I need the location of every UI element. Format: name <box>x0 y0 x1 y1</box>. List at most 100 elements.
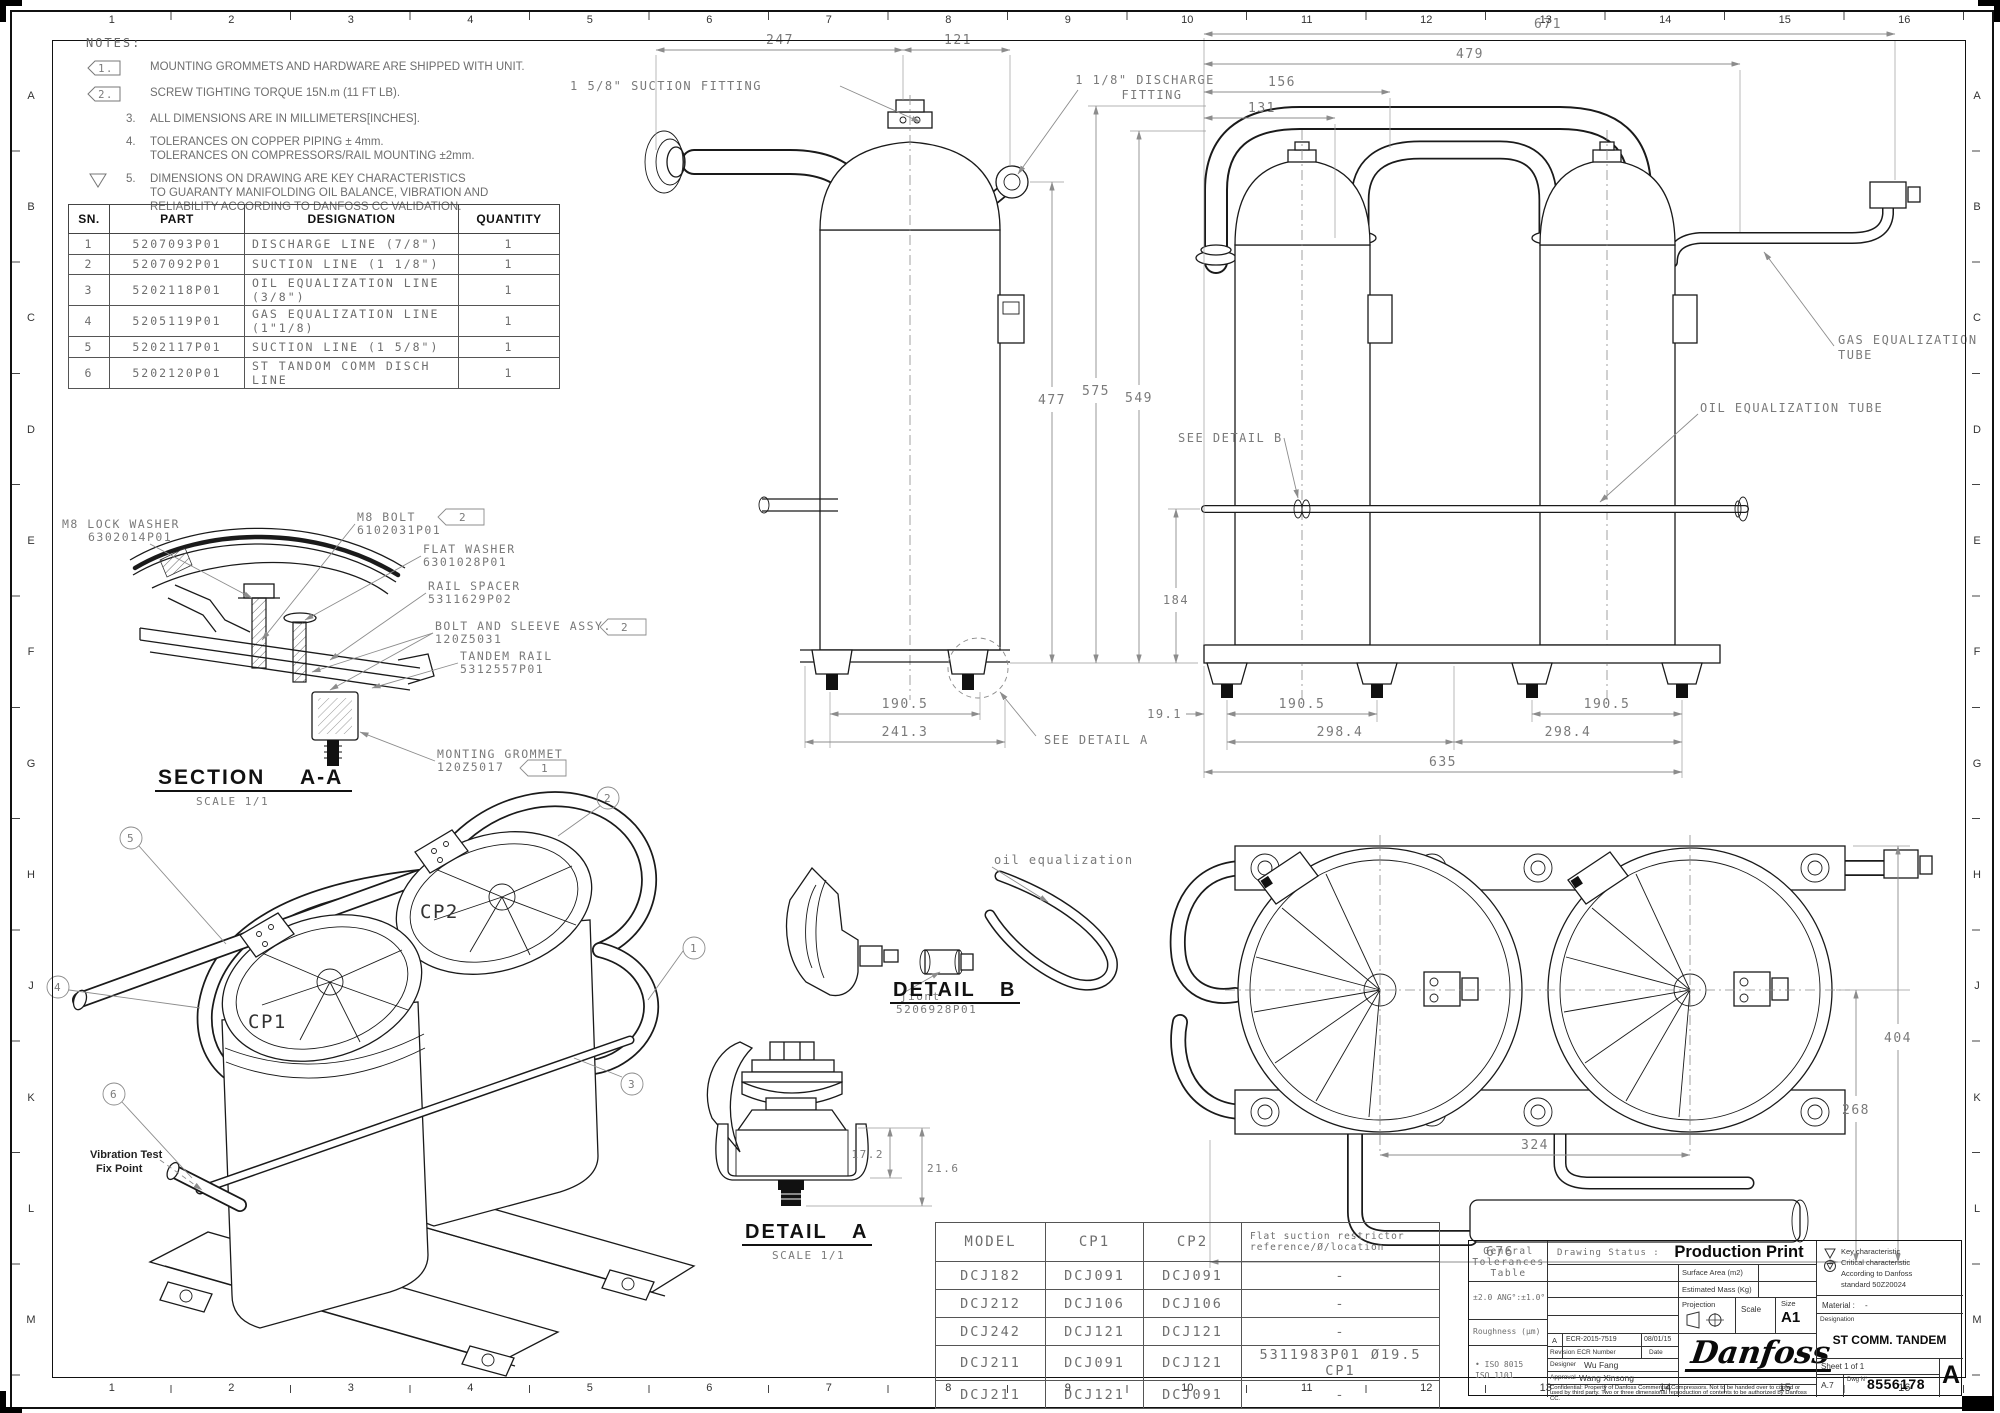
grid-label: 4 <box>467 14 474 26</box>
material-label: Material : <box>1822 1301 1855 1310</box>
see-detail-b-label: SEE DETAIL B <box>1178 431 1283 445</box>
tandem-rail-pn: 5312557P01 <box>460 662 544 676</box>
flat-washer-pn: 6301028P01 <box>423 555 507 569</box>
gas-eq-label-2: TUBE <box>1838 348 1873 362</box>
table-cell: SUCTION LINE (1 1/8") <box>244 253 459 275</box>
grid-label: K <box>27 1091 35 1104</box>
dim-184: 184 <box>1163 593 1189 607</box>
rail-spacer-label: RAIL SPACER <box>428 579 521 593</box>
grid-label: 11 <box>1301 14 1313 26</box>
lock-washer-pn: 6302014P01 <box>88 530 172 544</box>
grid-label: 15 <box>1778 14 1791 26</box>
discharge-fitting-label-2: FITTING <box>1121 88 1182 102</box>
drawing-status-label: Drawing Status : <box>1557 1248 1660 1258</box>
table-cell: 1 <box>458 233 560 255</box>
bolt-sleeve-pn: 120Z5031 <box>435 632 502 646</box>
general-tolerances: General Tolerances Table <box>1472 1246 1545 1279</box>
table-cell: 5207093P01 <box>109 233 245 255</box>
dim-17-2: 17.2 <box>852 1148 885 1161</box>
m8-bolt-label: M8 BOLT <box>357 510 416 524</box>
qty-flag-icon: 1. <box>86 60 126 77</box>
crop-mark <box>0 1391 6 1413</box>
table-cell: SUCTION LINE (1 5/8") <box>244 336 459 358</box>
discharge-fitting-label-1: 1 1/8" DISCHARGE <box>1075 73 1215 87</box>
dim-635: 635 <box>1429 755 1457 770</box>
suction-fitting-label: 1 5/8" SUCTION FITTING <box>570 79 762 93</box>
detail-b-view <box>785 866 1113 997</box>
svg-text:1.: 1. <box>98 63 114 75</box>
grid-label: 16 <box>1898 14 1911 26</box>
table-cell: 1 <box>458 356 560 389</box>
grid-label: G <box>1972 757 1982 770</box>
title-block: General Tolerances Table ±2.0 ANG°:±1.0°… <box>1468 1240 1963 1402</box>
table-cell: DCJ121 <box>1045 1380 1144 1409</box>
detail-a-title-ref: A <box>852 1221 868 1243</box>
grid-label: 5 <box>586 1382 593 1394</box>
iso-standards: • ISO 8015 ISO 1101 <box>1475 1360 1524 1380</box>
key-characteristic-icon <box>86 172 126 189</box>
grid-label: 12 <box>1420 14 1433 26</box>
crop-mark <box>0 1407 22 1413</box>
grid-ticks-left <box>12 40 20 1376</box>
material-value: - <box>1865 1301 1868 1310</box>
detail-a-scale: SCALE 1/1 <box>772 1249 845 1262</box>
dim-241-3: 241.3 <box>882 725 929 740</box>
ecr-label: ECR Number <box>1577 1349 1616 1356</box>
col-part: PART <box>109 204 245 234</box>
scale-label: Scale <box>1741 1305 1762 1314</box>
grid-label: 13 <box>1539 1382 1552 1394</box>
table-cell: DCJ091 <box>1045 1261 1144 1290</box>
section-title-ref: A-A <box>300 766 343 789</box>
table-cell: 5202118P01 <box>109 274 245 306</box>
table-cell: 5207092P01 <box>109 253 245 275</box>
table-cell: DISCHARGE LINE (7/8") <box>244 233 459 255</box>
grid-label: A <box>1973 89 1981 102</box>
rev-date: 08/01/15 <box>1644 1336 1672 1343</box>
table-cell: DCJ211 <box>935 1345 1046 1381</box>
qty-flag-icon: 1 <box>519 759 567 777</box>
grid-label: F <box>1973 646 1981 659</box>
joint-pn: 5206928P01 <box>896 1003 977 1016</box>
table-cell: DCJ091 <box>1045 1345 1144 1381</box>
date-label: Date <box>1649 1349 1663 1356</box>
grid-label: 14 <box>1659 1382 1672 1394</box>
dim-268: 268 <box>1842 1103 1870 1118</box>
gas-eq-label-1: GAS EQUALIZATION <box>1838 333 1978 347</box>
dim-298-4-b: 298.4 <box>1545 725 1592 740</box>
grid-label: E <box>27 534 35 547</box>
dim-549: 549 <box>1125 391 1153 406</box>
table-cell: ST TANDOM COMM DISCH LINE <box>244 356 459 389</box>
col-designation: DESIGNATION <box>244 204 459 234</box>
joint-label: jiont <box>900 990 941 1003</box>
model-table: MODEL CP1 CP2 Flat suction restrictor re… <box>935 1222 1440 1409</box>
grommet-label: MONTING GROMMET <box>437 747 563 761</box>
designation-value: ST COMM. TANDEM <box>1832 1333 1947 1347</box>
grid-label: C <box>27 312 35 325</box>
parts-table-header: SN. PART DESIGNATION QUANTITY <box>68 204 560 234</box>
notes-block: NOTES: 1. MOUNTING GROMMETS AND HARDWARE… <box>86 36 526 223</box>
grid-label: 4 <box>467 1382 474 1394</box>
grid-label: 10 <box>1181 14 1194 26</box>
table-cell: DCJ121 <box>1045 1317 1144 1346</box>
balloon-1: 1 <box>647 936 706 1001</box>
critical-char-label: Critical characteristic <box>1841 1258 1911 1267</box>
detail-b-title: DETAIL <box>893 979 976 1001</box>
table-cell: 5202120P01 <box>109 356 245 389</box>
key-characteristic-icon <box>1824 1248 1836 1272</box>
table-cell: 1 <box>68 233 110 255</box>
table-cell: 4 <box>68 305 110 337</box>
revision-label: Revision <box>1550 1349 1575 1356</box>
top-view <box>1178 835 1933 1242</box>
table-cell: DCJ106 <box>1143 1289 1242 1318</box>
table-cell: - <box>1241 1317 1440 1346</box>
